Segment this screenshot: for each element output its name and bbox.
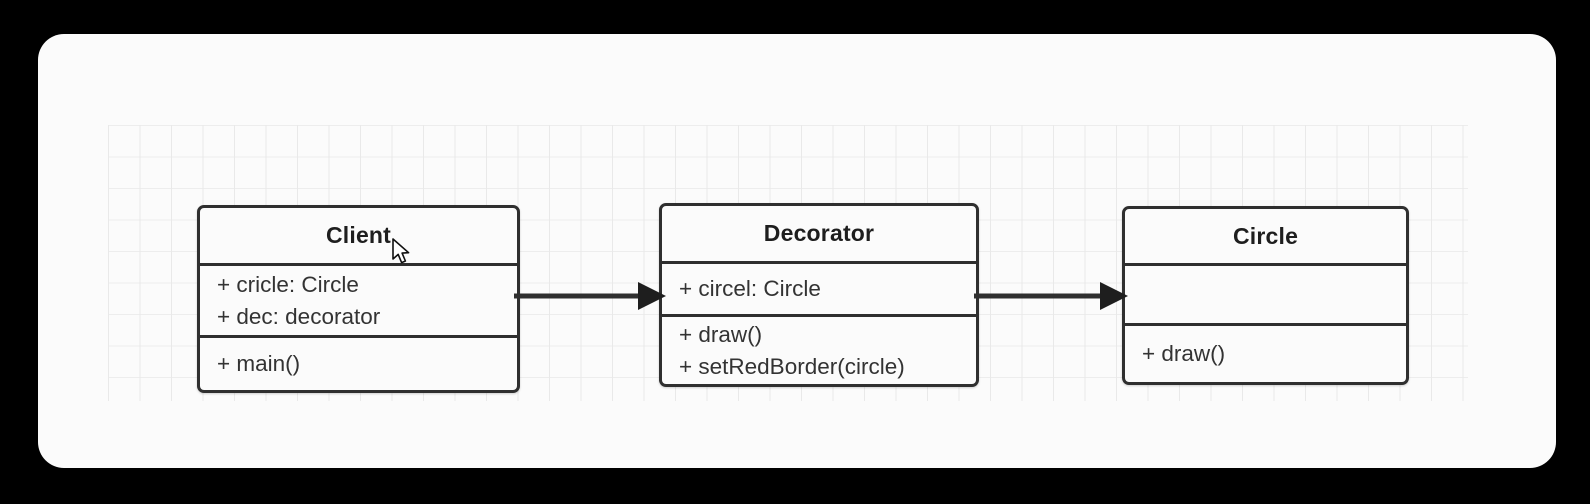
class-attributes-compartment: + cricle: Circle + dec: decorator [200,266,517,338]
class-title-compartment: Client [200,208,517,266]
uml-class-client[interactable]: Client + cricle: Circle + dec: decorator… [197,205,520,393]
diagram-canvas-card: Client + cricle: Circle + dec: decorator… [38,34,1556,468]
uml-class-diagram: Client + cricle: Circle + dec: decorator… [38,34,1556,468]
operation-item: + draw() [1142,341,1226,367]
operation-item: + draw() [679,321,763,347]
class-title-compartment: Circle [1125,209,1406,266]
uml-class-decorator[interactable]: Decorator + circel: Circle + draw() + se… [659,203,979,387]
class-operations-compartment: + draw() + setRedBorder(circle) [662,317,976,384]
attribute-item: + dec: decorator [217,303,381,329]
class-name-client: Client [325,222,392,248]
operation-item: + setRedBorder(circle) [679,353,905,379]
attribute-item: + circel: Circle [679,276,821,302]
connector-client-to-decorator [514,282,666,310]
attribute-item: + cricle: Circle [217,271,359,297]
class-title-compartment: Decorator [662,206,976,264]
class-attributes-compartment-empty [1125,266,1406,326]
class-name-decorator: Decorator [763,220,875,246]
class-name-circle: Circle [1232,222,1299,249]
class-attributes-compartment: + circel: Circle [662,264,976,317]
class-operations-compartment: + main() [200,338,517,390]
operation-item: + main() [217,351,301,377]
connector-decorator-to-circle [974,282,1128,310]
class-operations-compartment: + draw() [1125,326,1406,382]
uml-class-circle[interactable]: Circle + draw() [1122,206,1409,385]
